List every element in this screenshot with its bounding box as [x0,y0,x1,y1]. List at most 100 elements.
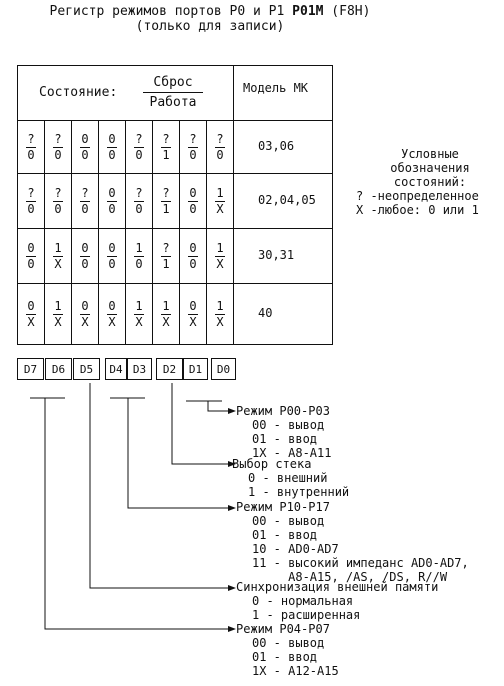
reset-value: ? [135,185,143,200]
reset-value: 0 [108,298,116,313]
field-p00-p03: Режим P00-P03 00 - вывод 01 - ввод 1X - … [236,404,331,460]
cell-bar [134,146,144,148]
cell-bar [53,200,63,202]
field-ext-memory-timing: Синхронизация внешней памяти 0 - нормаль… [236,580,438,622]
reset-value: 1 [216,298,224,313]
work-value: X [216,314,224,329]
field-option: 00 - вывод [252,636,325,650]
work-value: 0 [189,201,197,216]
work-value: X [27,314,35,329]
title-prefix: Регистр режимов портов P0 и P1 [49,4,293,19]
bit-d2: D2 [156,358,183,380]
work-value: 0 [27,147,35,162]
reset-value: 1 [216,240,224,255]
work-value: X [54,314,62,329]
bit-d6: D6 [45,358,72,380]
field-option: 0 - нормальная [252,594,354,608]
cell-bar [80,146,90,148]
reset-value: 1 [135,240,143,255]
model-value: 40 [258,305,273,320]
bit-d0: D0 [211,358,236,380]
state-cell: ?0 [18,186,44,216]
register-address: (F8H) [323,4,371,19]
work-value: 0 [135,256,143,271]
reset-value: 0 [81,298,89,313]
reset-value: ? [216,131,224,146]
state-cell: ?0 [72,185,98,216]
work-value: X [216,201,224,216]
bit-d5: D5 [73,358,100,380]
reset-value: ? [81,185,89,200]
cell-bar [134,255,144,257]
cell-bar [26,313,36,315]
cell-bar [53,255,63,257]
cell-bar [215,313,225,315]
reset-value: ? [135,131,143,146]
state-label: Состояние: [39,85,118,100]
reset-value: 1 [216,185,224,200]
field-option: 1 - внутренний [248,485,350,499]
cell-bar [107,313,117,315]
reset-value: ? [162,185,170,200]
work-value: 0 [27,201,35,216]
cell-bar [26,146,36,148]
cell-bar [188,146,198,148]
work-value: 0 [81,256,89,271]
reset-value: 0 [189,240,197,255]
state-cell: ?1 [153,185,179,216]
field-option: 1 - расширенная [252,608,361,622]
register-name: P01M [292,4,324,19]
work-value: X [189,314,197,329]
state-cell: ?0 [126,131,152,162]
field-option: 01 - ввод [252,432,318,446]
cell-bar [80,200,90,202]
reset-value: 0 [27,298,35,313]
legend-line: ? -неопределенное [356,189,479,203]
work-value: 0 [189,256,197,271]
reset-value: ? [27,131,35,146]
legend-line: состояний: [393,175,467,189]
state-cell: ?0 [45,185,71,216]
cell-bar [80,255,90,257]
reset-value: 0 [81,131,89,146]
cell-bar [134,200,144,202]
state-cell: ?0 [126,185,152,216]
state-fraction: Сброс Работа [141,75,205,110]
field-option: 1X - A8-A11 [252,446,332,460]
work-value: 0 [54,147,62,162]
field-name: Выбор стека [232,457,312,471]
cell-bar [26,255,36,257]
state-cell: ?0 [180,132,206,162]
state-cell: ?0 [207,131,233,162]
legend-line: X -любое: 0 или 1 [356,203,479,217]
field-option: 11 - высокий импеданс AD0-AD7, [252,556,469,570]
bit-d4: D4 [105,358,127,380]
model-value: 30,31 [258,247,295,262]
work-value: 1 [162,147,170,162]
work-value: 0 [216,147,224,162]
cell-bar [188,313,198,315]
fraction-bar [143,92,203,93]
work-value: 1 [162,201,170,216]
field-name: Режим P10-P17 [236,500,330,514]
reset-value: 0 [81,240,89,255]
work-value: 0 [108,147,116,162]
field-option: 01 - ввод [252,528,318,542]
reset-value: ? [54,185,62,200]
state-cell: ?1 [153,241,179,271]
work-value: 0 [81,147,89,162]
work-value: X [81,314,89,329]
legend-line: Условные [401,147,459,161]
cell-bar [161,200,171,202]
